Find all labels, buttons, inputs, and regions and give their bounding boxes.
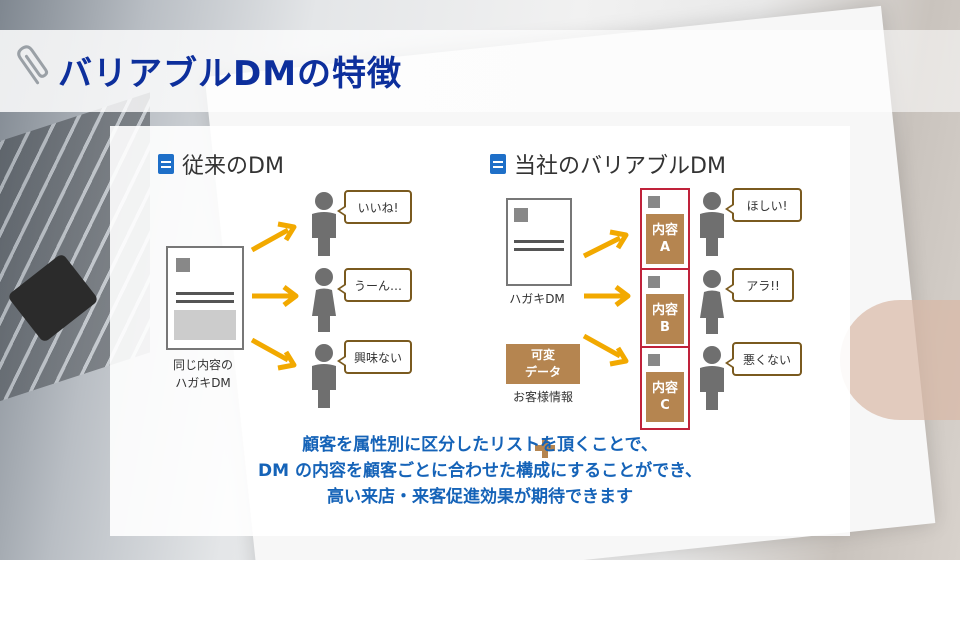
arrow-icon xyxy=(609,346,629,367)
paperclip-icon xyxy=(17,45,49,85)
variable-arrows xyxy=(582,229,631,367)
comparison-panel: 従来のDM 同じ内容の ハガキDM いいね! うーん… 興味ない 当社のバリアブ… xyxy=(110,126,850,536)
reaction-bubble: いいね! xyxy=(337,190,412,224)
page-title: バリアブルDMの特徴 xyxy=(58,54,403,94)
conventional-dm-heading: 従来のDM xyxy=(158,148,284,180)
arrow-icon xyxy=(277,221,297,242)
customer-info-caption: お客様情報 xyxy=(512,390,573,404)
document-icon xyxy=(490,154,506,174)
person-icon xyxy=(312,344,336,408)
person-icon xyxy=(700,346,724,410)
arrow-icon xyxy=(614,285,631,307)
description-line: 顧客を属性別に区分したリストを頂くことで、 xyxy=(302,435,658,455)
conventional-arrows xyxy=(250,221,299,371)
same-postcard xyxy=(166,246,244,350)
arrow-icon xyxy=(250,227,290,253)
reaction-bubble: アラ!! xyxy=(725,268,794,302)
feature-description: 顧客を属性別に区分したリストを頂くことで、 DM の内容を顧客ごとに合わせた構成… xyxy=(110,432,850,510)
conventional-dm-heading-text: 従来のDM xyxy=(182,154,284,179)
variable-data-block: 可変 データ xyxy=(506,344,580,384)
arrow-icon xyxy=(277,350,297,371)
postcard xyxy=(506,198,572,286)
background-hand xyxy=(840,300,960,420)
postcard-caption: ハガキDM xyxy=(509,292,565,306)
arrow-icon xyxy=(609,229,629,250)
arrow-icon xyxy=(582,333,622,359)
arrow-icon xyxy=(582,235,622,259)
reaction-bubble: 興味ない xyxy=(337,340,412,374)
variable-dm-heading-text: 当社のバリアブルDM xyxy=(514,154,726,179)
arrow-icon xyxy=(250,337,290,363)
reaction-bubble: うーん… xyxy=(337,268,412,302)
document-icon xyxy=(158,154,174,174)
description-line: 高い来店・来客促進効果が期待できます xyxy=(327,487,633,507)
reaction-bubble: ほしい! xyxy=(725,188,802,222)
reaction-bubble: 悪くない xyxy=(725,342,802,376)
description-line: DM の内容を顧客ごとに合わせた構成にすることができ、 xyxy=(258,461,702,481)
person-icon xyxy=(312,192,336,256)
arrow-icon xyxy=(282,285,299,307)
person-icon xyxy=(700,270,724,334)
title-bar: バリアブルDMの特徴 xyxy=(0,30,960,112)
person-icon xyxy=(312,268,336,332)
plus-icon xyxy=(535,438,555,458)
variable-dm-heading: 当社のバリアブルDM xyxy=(490,148,726,180)
same-postcard-caption: 同じ内容の ハガキDM xyxy=(172,358,233,390)
person-icon xyxy=(700,192,724,256)
